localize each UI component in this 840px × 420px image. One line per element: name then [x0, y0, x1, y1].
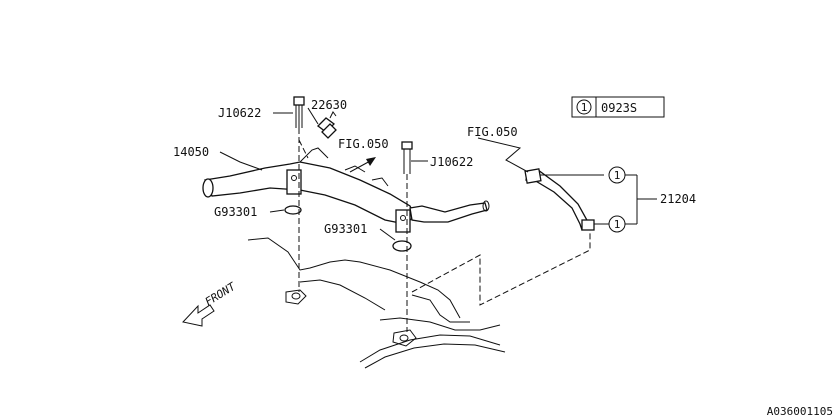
callout-upper: 1: [614, 169, 621, 182]
bolt-left: [293, 96, 305, 128]
temperature-sensor: [317, 111, 337, 139]
diagram-id: A036001105: [767, 405, 833, 418]
label-bolt-upper-left: J10622: [218, 106, 261, 120]
water-pipe: [202, 147, 490, 233]
label-sensor: 22630: [311, 98, 347, 112]
legend-box: 1 0923S: [571, 96, 665, 118]
callout-lower: 1: [614, 218, 621, 231]
label-hose: 21204: [660, 192, 696, 206]
leader-lines: [219, 107, 428, 241]
label-fig-ref-center: FIG.050: [338, 137, 389, 151]
label-bolt-right: J10622: [430, 155, 473, 169]
label-fig-ref-right: FIG.050: [467, 125, 518, 139]
engine-outline: [247, 237, 506, 369]
legend-part: 0923S: [601, 101, 637, 115]
bolt-right: [401, 141, 413, 174]
legend-number: 1: [581, 101, 588, 114]
gasket-center: [392, 240, 412, 252]
bypass-hose: [524, 168, 604, 231]
gasket-left: [284, 205, 302, 215]
port-left: [285, 289, 307, 305]
port-center: [392, 329, 417, 347]
label-gasket-left: G93301: [214, 205, 257, 219]
alignment-lines: [298, 128, 591, 332]
front-label: FRONT: [203, 279, 239, 308]
fig-ref-zigzag: [477, 137, 529, 173]
label-gasket-center: G93301: [324, 222, 367, 236]
callout-markers: 1 1: [600, 166, 657, 233]
label-pipe: 14050: [173, 145, 209, 159]
fig-ref-arrow: [349, 157, 376, 173]
front-indicator: FRONT: [182, 279, 239, 327]
